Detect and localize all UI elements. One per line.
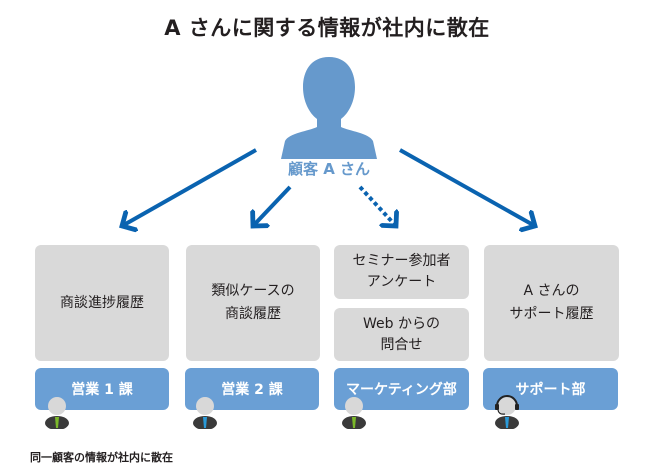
staff-green-tie-icon: [342, 397, 366, 429]
diagram-title: A さんに関する情報が社内に散在: [164, 16, 490, 40]
box-label: セミナー参加者 アンケート: [352, 253, 451, 290]
info-box-deal-progress: 商談進捗履歴: [35, 245, 169, 361]
dept-label: 営業 1 課: [71, 382, 133, 398]
staff-headset-icon: [495, 395, 519, 429]
dept-sales-1: 営業 1 課: [35, 368, 169, 410]
person-silhouette-icon: [281, 57, 377, 159]
info-box-web-inquiry: Web からの 問合せ: [334, 308, 469, 361]
info-box-similar-cases: 類似ケースの 商談履歴: [186, 245, 320, 361]
arrow-to-support: [399, 148, 535, 226]
box-label: 商談進捗履歴: [60, 294, 144, 311]
arrow-to-marketing: [358, 185, 396, 226]
staff-blue-tie-icon: [193, 397, 217, 429]
dept-label: マーケティング部: [346, 382, 457, 398]
dept-label: サポート部: [515, 382, 586, 398]
arrow-to-sales2: [253, 185, 292, 226]
box-label: A さんの サポート履歴: [509, 283, 594, 322]
staff-green-tie-icon: [45, 397, 69, 429]
info-box-support-history: A さんの サポート履歴: [484, 245, 619, 361]
info-box-seminar-survey: セミナー参加者 アンケート: [334, 245, 469, 299]
box-label: 類似ケースの 商談履歴: [211, 283, 295, 322]
caption: 同一顧客の情報が社内に散在: [30, 451, 173, 464]
arrow-to-sales1: [122, 148, 257, 226]
dept-label: 営業 2 課: [221, 382, 283, 398]
customer-label: 顧客 A さん: [287, 160, 371, 178]
box-label: Web からの 問合せ: [363, 315, 440, 353]
